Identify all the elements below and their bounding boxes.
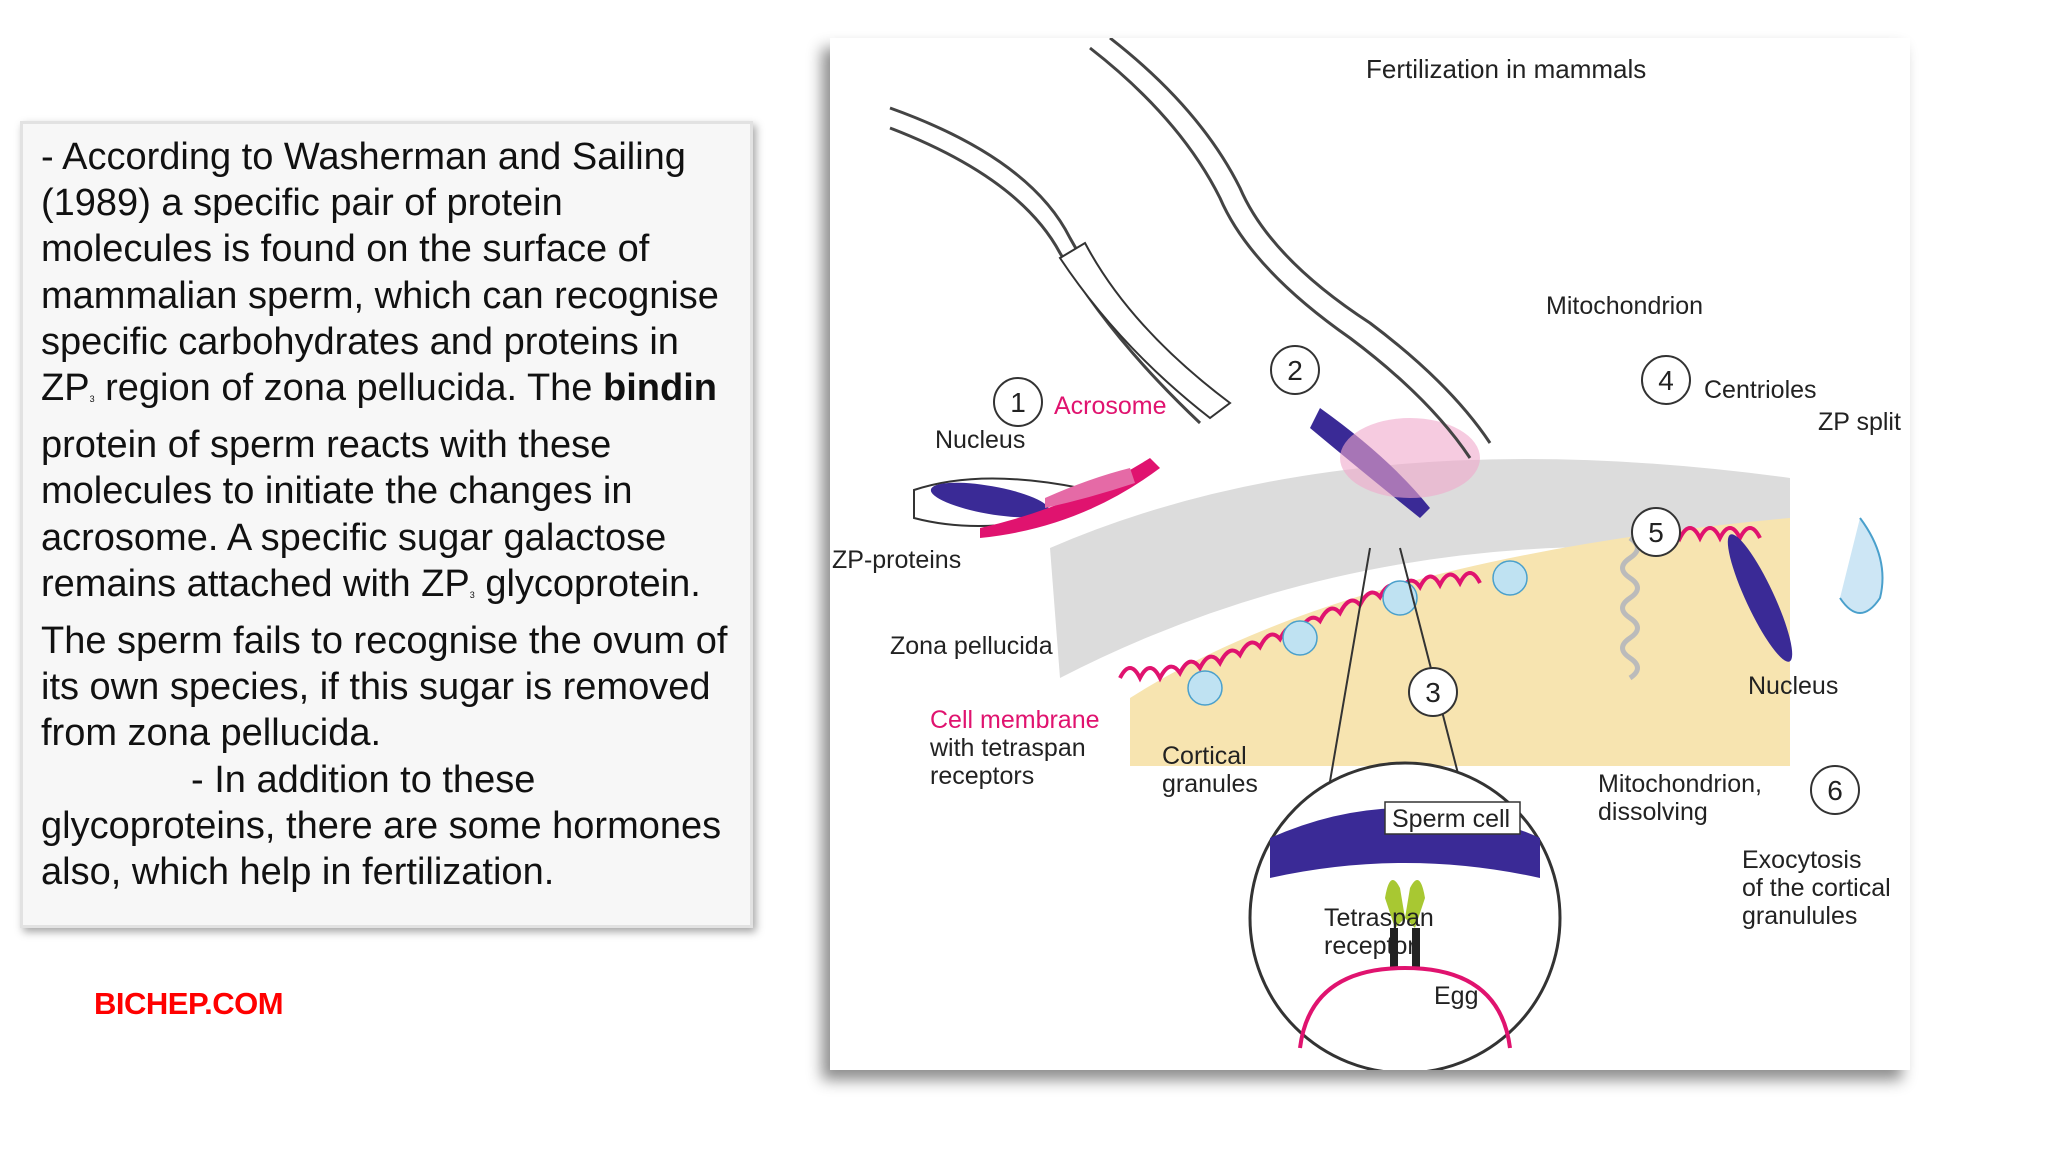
- label-granules: granules: [1162, 770, 1258, 798]
- step-5: 5: [1648, 517, 1664, 548]
- step-4: 4: [1658, 365, 1674, 396]
- label-acrosome: Acrosome: [1054, 392, 1167, 420]
- paragraph-2: - In addition to these glycoproteins, th…: [41, 758, 722, 894]
- label-mito-dissolving-2: dissolving: [1598, 798, 1708, 826]
- sperm-4-tail: [1089, 46, 1472, 459]
- label-exocytosis-3: granulules: [1742, 902, 1857, 930]
- acrosome-reaction-glow: [1340, 418, 1480, 498]
- receptor-inset: [1248, 547, 1562, 1070]
- sperm-nucleus-right: [1727, 534, 1793, 662]
- sperm-1: [913, 458, 1160, 538]
- step-3: 3: [1425, 677, 1441, 708]
- label-centrioles: Centrioles: [1704, 376, 1817, 404]
- egg-cytoplasm: [1130, 518, 1790, 766]
- sperm-4-tail-b: [1109, 38, 1492, 444]
- cortical-granule: [1187, 670, 1223, 706]
- label-cell-membrane: Cell membrane: [930, 706, 1100, 734]
- label-nucleus-right: Nucleus: [1748, 672, 1838, 700]
- diagram-svg: 1 2 3 4 5 6 Fertilization in mammals Nuc…: [832, 38, 1901, 1070]
- label-nucleus-left: Nucleus: [935, 426, 1025, 454]
- bindin-term: bindin: [603, 367, 717, 410]
- label-mitochondrion: Mitochondrion: [1546, 292, 1703, 320]
- fertilization-diagram: 1 2 3 4 5 6 Fertilization in mammals Nuc…: [830, 38, 1910, 1070]
- cortical-granule: [1382, 580, 1418, 616]
- sperm-2-midpiece: [1058, 241, 1232, 420]
- paragraph-1: - According to Washerman and Sailing (19…: [41, 136, 728, 755]
- cortical-granule: [1282, 620, 1318, 656]
- label-tetraspan-1: Tetraspan: [1324, 904, 1434, 932]
- label-mito-dissolving-1: Mitochondrion,: [1598, 770, 1762, 798]
- sperm-2-tail-b: [889, 126, 1202, 425]
- exocytosis-granule: [1839, 517, 1884, 614]
- label-exocytosis-1: Exocytosis: [1742, 846, 1861, 874]
- label-zp-proteins: ZP-proteins: [832, 546, 961, 574]
- label-tetraspan-2: receptor: [1324, 932, 1416, 960]
- label-cortical: Cortical: [1162, 742, 1247, 770]
- cortical-granule: [1492, 560, 1528, 596]
- diagram-title: Fertilization in mammals: [1366, 54, 1646, 84]
- dissolving-mitochondrion: [1620, 535, 1640, 681]
- label-receptors: receptors: [930, 762, 1034, 790]
- label-exocytosis-2: of the cortical: [1742, 874, 1891, 902]
- label-zona-pellucida: Zona pellucida: [890, 632, 1053, 660]
- label-with-tetraspan: with tetraspan: [929, 734, 1086, 762]
- zona-pellucida-band: [1050, 459, 1790, 678]
- step-markers: 1 2 3 4 5 6: [993, 345, 1860, 815]
- step-1: 1: [1010, 387, 1026, 418]
- label-sperm-cell: Sperm cell: [1392, 805, 1510, 833]
- brand-watermark: BICHEP.COM: [94, 986, 284, 1021]
- step-2: 2: [1287, 355, 1303, 386]
- label-zp-split: ZP split: [1818, 408, 1901, 436]
- label-egg: Egg: [1434, 982, 1478, 1010]
- step-6: 6: [1827, 775, 1843, 806]
- text-panel: - According to Washerman and Sailing (19…: [20, 121, 753, 928]
